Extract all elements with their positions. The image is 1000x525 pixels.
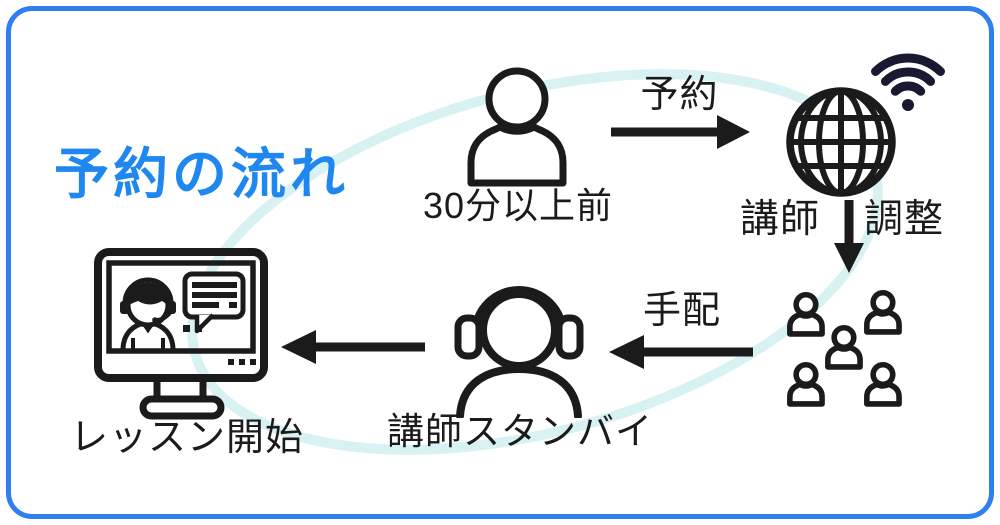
arrange-left-arrow-icon: [609, 335, 753, 369]
student-timing-label: 30分以上前: [422, 185, 614, 226]
wifi-icon: [871, 53, 945, 111]
arrange-arrow-label: 手配: [642, 290, 721, 332]
instructor-label: 講師: [740, 198, 821, 241]
person-icon: [460, 66, 576, 188]
lesson-start-left-arrow-icon: [281, 330, 425, 364]
people-group-icon: [783, 288, 915, 420]
headset-person-icon: [454, 286, 584, 418]
standby-label: 講師スタンバイ: [387, 411, 653, 452]
diagram-title: 予約の流れ: [54, 142, 350, 205]
lesson-monitor-icon: [94, 248, 268, 420]
coordination-label: 調整: [864, 198, 945, 241]
booking-arrow-label: 予約: [640, 74, 719, 116]
coordination-down-arrow-icon: [834, 200, 864, 273]
lesson-start-label: レッスン開始: [69, 417, 304, 459]
booking-right-arrow-icon: [611, 115, 750, 149]
globe-icon: [786, 87, 896, 197]
